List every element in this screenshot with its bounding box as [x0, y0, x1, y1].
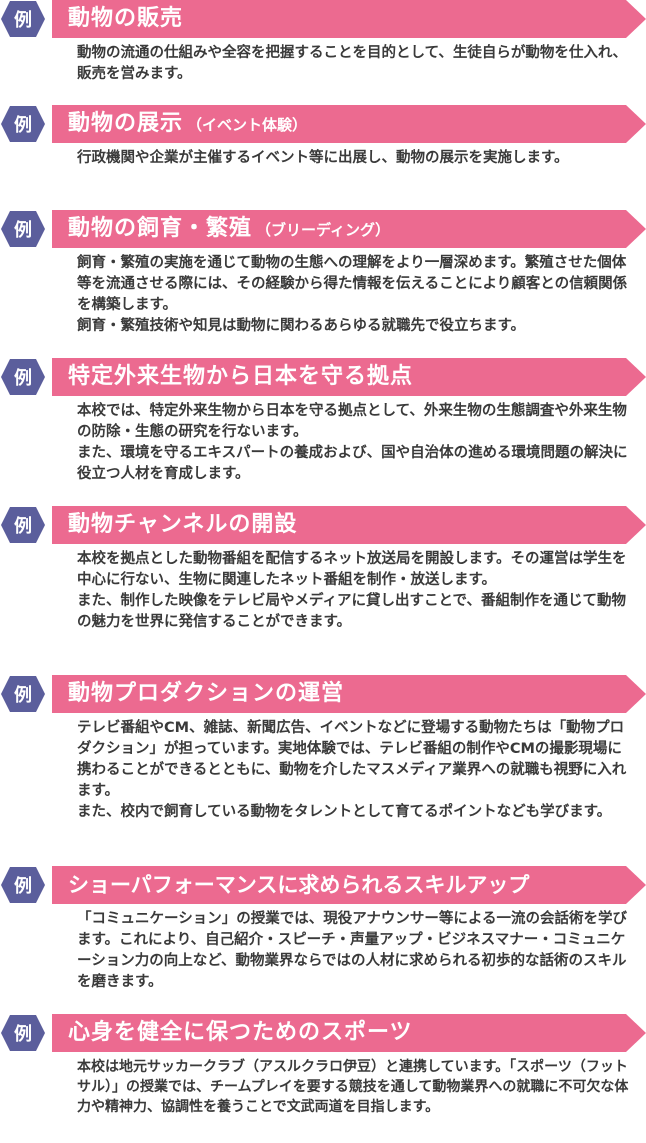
body-paragraph: 飼育・繁殖技術や知見は動物に関わるあらゆる就職先で役立ちます。	[77, 318, 526, 334]
title-bar: 動物の販売	[52, 0, 646, 38]
section-subtitle: （ブリーディング）	[256, 221, 390, 239]
title-bar: 心身を健全に保つためのスポーツ	[52, 1014, 646, 1052]
section-title: 動物の販売	[68, 0, 187, 38]
section-title-text: 心身を健全に保つためのスポーツ	[68, 1020, 413, 1045]
example-badge: 例	[0, 105, 46, 143]
title-bar: 動物プロダクションの運営	[52, 675, 646, 713]
section-title-text: 動物チャンネルの開設	[68, 512, 298, 537]
title-bar: 特定外来生物から日本を守る拠点	[52, 358, 646, 396]
body-paragraph: また、制作した映像をテレビ局やメディアに貸し出すことで、番組制作を通じて動物の魅…	[77, 593, 626, 630]
section-subtitle: （イベント体験）	[187, 116, 308, 134]
example-badge: 例	[0, 866, 46, 904]
section-body: テレビ番組やCM、雑誌、新聞広告、イベントなどに登場する動物たちは「動物プロダク…	[77, 718, 633, 823]
badge-label: 例	[14, 875, 32, 897]
title-bar: 動物の飼育・繁殖（ブリーディング）	[52, 210, 646, 248]
section-body: 「コミュニケーション」の授業では、現役アナウンサー等による一流の会話術を学びます…	[77, 909, 633, 993]
badge-label: 例	[14, 9, 32, 31]
section-title: 動物の展示（イベント体験）	[68, 105, 307, 143]
section-body: 行政機関や企業が主催するイベント等に出展し、動物の展示を実施します。	[77, 148, 633, 169]
section-title-text: 動物の展示	[68, 111, 184, 136]
example-badge: 例	[0, 1014, 46, 1052]
badge-label: 例	[14, 515, 32, 537]
section-body: 本校を拠点とした動物番組を配信するネット放送局を開設します。その運営は学生を中心…	[77, 549, 633, 633]
title-bar: ショーパフォーマンスに求められるスキルアップ	[52, 866, 646, 904]
body-paragraph: また、環境を守るエキスパートの養成および、国や自治体の進める環境問題の解決に役立…	[77, 445, 628, 482]
section-title: 動物プロダクションの運営	[68, 675, 348, 713]
body-paragraph: 「コミュニケーション」の授業では、現役アナウンサー等による一流の会話術を学びます…	[77, 911, 627, 990]
section-title: 動物チャンネルの開設	[68, 506, 301, 544]
section-title: 心身を健全に保つためのスポーツ	[68, 1014, 417, 1052]
body-paragraph: 本校は地元サッカークラブ（アスルクラロ伊豆）と連携しています。「スポーツ（フット…	[77, 1059, 629, 1115]
section-body: 飼育・繁殖の実施を通じて動物の生態への理解をより一層深めます。繁殖させた個体等を…	[77, 253, 633, 337]
example-badge: 例	[0, 506, 46, 544]
section-body: 動物の流通の仕組みや全容を把握することを目的として、生徒自らが動物を仕入れ、販売…	[77, 43, 633, 85]
example-badge: 例	[0, 210, 46, 248]
title-bar: 動物チャンネルの開設	[52, 506, 646, 544]
body-paragraph: 動物の流通の仕組みや全容を把握することを目的として、生徒自らが動物を仕入れ、販売…	[77, 45, 627, 82]
body-paragraph: テレビ番組やCM、雑誌、新聞広告、イベントなどに登場する動物たちは「動物プロダク…	[77, 720, 627, 799]
example-badge: 例	[0, 0, 46, 38]
title-bar: 動物の展示（イベント体験）	[52, 105, 646, 143]
body-paragraph: 飼育・繁殖の実施を通じて動物の生態への理解をより一層深めます。繁殖させた個体等を…	[77, 255, 628, 313]
section-title-text: 動物プロダクションの運営	[68, 681, 345, 706]
section-body: 本校は地元サッカークラブ（アスルクラロ伊豆）と連携しています。「スポーツ（フット…	[77, 1057, 633, 1117]
section-title-text: 動物の飼育・繁殖	[68, 216, 253, 241]
badge-label: 例	[14, 114, 32, 136]
section-title-text: 特定外来生物から日本を守る拠点	[68, 364, 414, 389]
body-paragraph: 本校では、特定外来生物から日本を守る拠点として、外来生物の生態調査や外来生物の防…	[77, 403, 627, 440]
body-paragraph: また、校内で飼育している動物をタレントとして育てるポイントなども学びます。	[77, 804, 612, 820]
section-title: ショーパフォーマンスに求められるスキルアップ	[68, 866, 533, 904]
section-title: 動物の飼育・繁殖（ブリーディング）	[68, 210, 390, 248]
section-title: 特定外来生物から日本を守る拠点	[68, 358, 417, 396]
body-paragraph: 行政機関や企業が主催するイベント等に出展し、動物の展示を実施します。	[77, 150, 569, 166]
section-title-text: 動物の販売	[68, 6, 184, 31]
badge-label: 例	[14, 684, 32, 706]
section-title-text: ショーパフォーマンスに求められるスキルアップ	[68, 873, 530, 897]
example-badge: 例	[0, 675, 46, 713]
badge-label: 例	[14, 219, 32, 241]
example-badge: 例	[0, 358, 46, 396]
section-body: 本校では、特定外来生物から日本を守る拠点として、外来生物の生態調査や外来生物の防…	[77, 401, 633, 485]
body-paragraph: 本校を拠点とした動物番組を配信するネット放送局を開設します。その運営は学生を中心…	[77, 551, 627, 588]
badge-label: 例	[14, 367, 32, 389]
badge-label: 例	[14, 1023, 32, 1045]
